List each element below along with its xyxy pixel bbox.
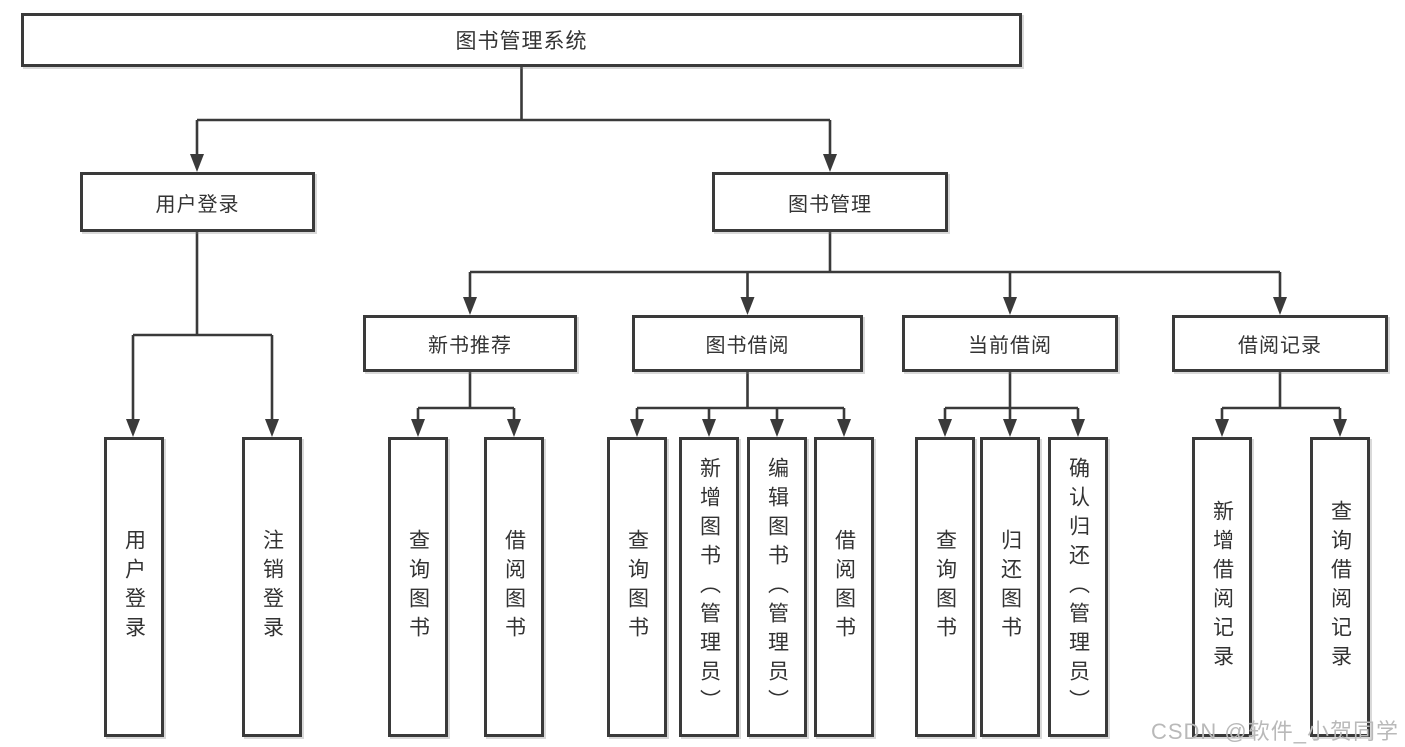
- arrowhead: [1273, 297, 1287, 315]
- arrowhead: [1215, 419, 1229, 437]
- arrowhead: [1333, 419, 1347, 437]
- arrowhead: [1003, 297, 1017, 315]
- node-book-borrowing: 图书借阅: [632, 315, 863, 372]
- arrowhead: [1071, 419, 1085, 437]
- arrowhead: [702, 419, 716, 437]
- arrowhead: [630, 419, 644, 437]
- arrowhead: [411, 419, 425, 437]
- node-leaf-confirm-return-admin: 确认归还（管理员）: [1048, 437, 1108, 737]
- node-book-management-module: 图书管理: [712, 172, 948, 232]
- node-leaf-query-borrow-record: 查询借阅记录: [1310, 437, 1370, 737]
- node-user-login-module: 用户登录: [80, 172, 315, 232]
- arrowhead: [823, 154, 837, 172]
- arrowhead: [938, 419, 952, 437]
- node-leaf-edit-book-admin: 编辑图书（管理员）: [747, 437, 807, 737]
- node-leaf-add-book-admin: 新增图书（管理员）: [679, 437, 739, 737]
- node-leaf-query-book-borrow: 查询图书: [607, 437, 667, 737]
- node-leaf-query-book-recommend: 查询图书: [388, 437, 448, 737]
- csdn-watermark: CSDN @软件_小贺同学: [1150, 719, 1399, 744]
- arrowhead: [770, 419, 784, 437]
- node-leaf-logout: 注销登录: [242, 437, 302, 737]
- node-leaf-borrow-book-recommend: 借阅图书: [484, 437, 544, 737]
- arrowhead: [1003, 419, 1017, 437]
- node-leaf-user-login: 用户登录: [104, 437, 164, 737]
- arrowhead: [507, 419, 521, 437]
- node-borrowing-records: 借阅记录: [1172, 315, 1388, 372]
- arrowhead: [837, 419, 851, 437]
- node-leaf-borrow-book: 借阅图书: [814, 437, 874, 737]
- arrowhead: [463, 297, 477, 315]
- node-root-library-system: 图书管理系统: [21, 13, 1022, 67]
- arrowhead: [190, 154, 204, 172]
- node-leaf-query-book-current: 查询图书: [915, 437, 975, 737]
- node-leaf-add-borrow-record: 新增借阅记录: [1192, 437, 1252, 737]
- node-new-book-recommend: 新书推荐: [363, 315, 577, 372]
- node-current-borrowing: 当前借阅: [902, 315, 1118, 372]
- arrowhead: [126, 419, 140, 437]
- arrowhead: [265, 419, 279, 437]
- node-leaf-return-book: 归还图书: [980, 437, 1040, 737]
- arrowhead: [740, 297, 755, 315]
